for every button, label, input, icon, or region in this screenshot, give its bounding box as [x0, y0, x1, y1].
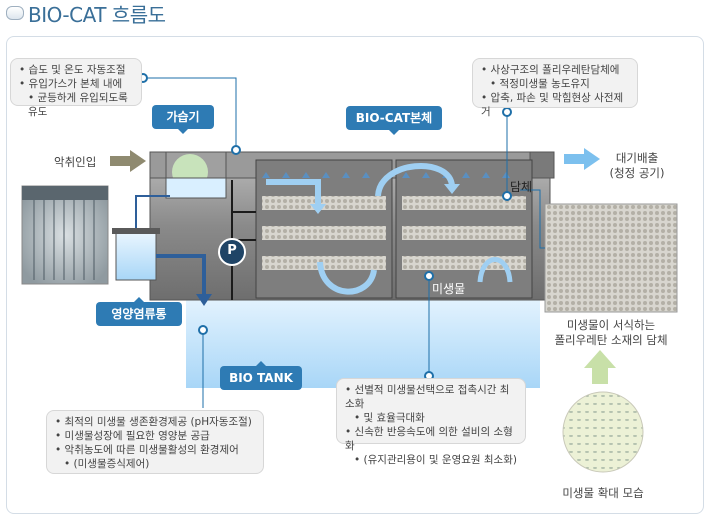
carrier-label: 담체 — [510, 180, 533, 194]
pump-symbol — [218, 238, 246, 266]
note-tank: 최적의 미생물 생존환경제공 (pH자동조절) 미생물성장에 필요한 영양분 공… — [46, 410, 264, 474]
microbe-label: 미생물 — [432, 282, 466, 296]
note-carrier: 사상구조의 폴리우레탄담체에 적정미생물 농도유지 압축, 파손 및 막힘현상 … — [472, 58, 638, 118]
page-title: BIO-CAT 흐름도 — [28, 3, 166, 27]
odor-in-label: 악취인입 — [54, 155, 97, 169]
equipment-photo — [21, 185, 109, 285]
note-humidity: 습도 및 온도 자동조절 유입가스가 본체 내에 균등하게 유입되도록 유도 — [10, 58, 142, 118]
nutrient-bucket — [115, 231, 157, 281]
tank-tag: BIO TANK — [220, 361, 302, 390]
carrier-photo — [544, 203, 678, 313]
gas-flow-arrow — [266, 179, 321, 206]
title-bullet-icon — [6, 6, 24, 20]
main-body-tag: BIO-CAT본체 — [346, 106, 442, 135]
microbe-photo — [562, 391, 644, 473]
humidifier-tag: 가습기 — [152, 105, 214, 134]
microbe-photo-caption: 미생물 확대 모습 — [562, 486, 644, 500]
nutrient-tag: 영양염류통 — [96, 297, 182, 326]
pump-label: P — [227, 243, 237, 258]
note-microbe: 선별적 미생물선택으로 접촉시간 최소화 및 효율극대화 신속한 반응속도에 의… — [336, 378, 526, 466]
exhaust-label: 대기배출(청정 공기) — [609, 151, 665, 180]
